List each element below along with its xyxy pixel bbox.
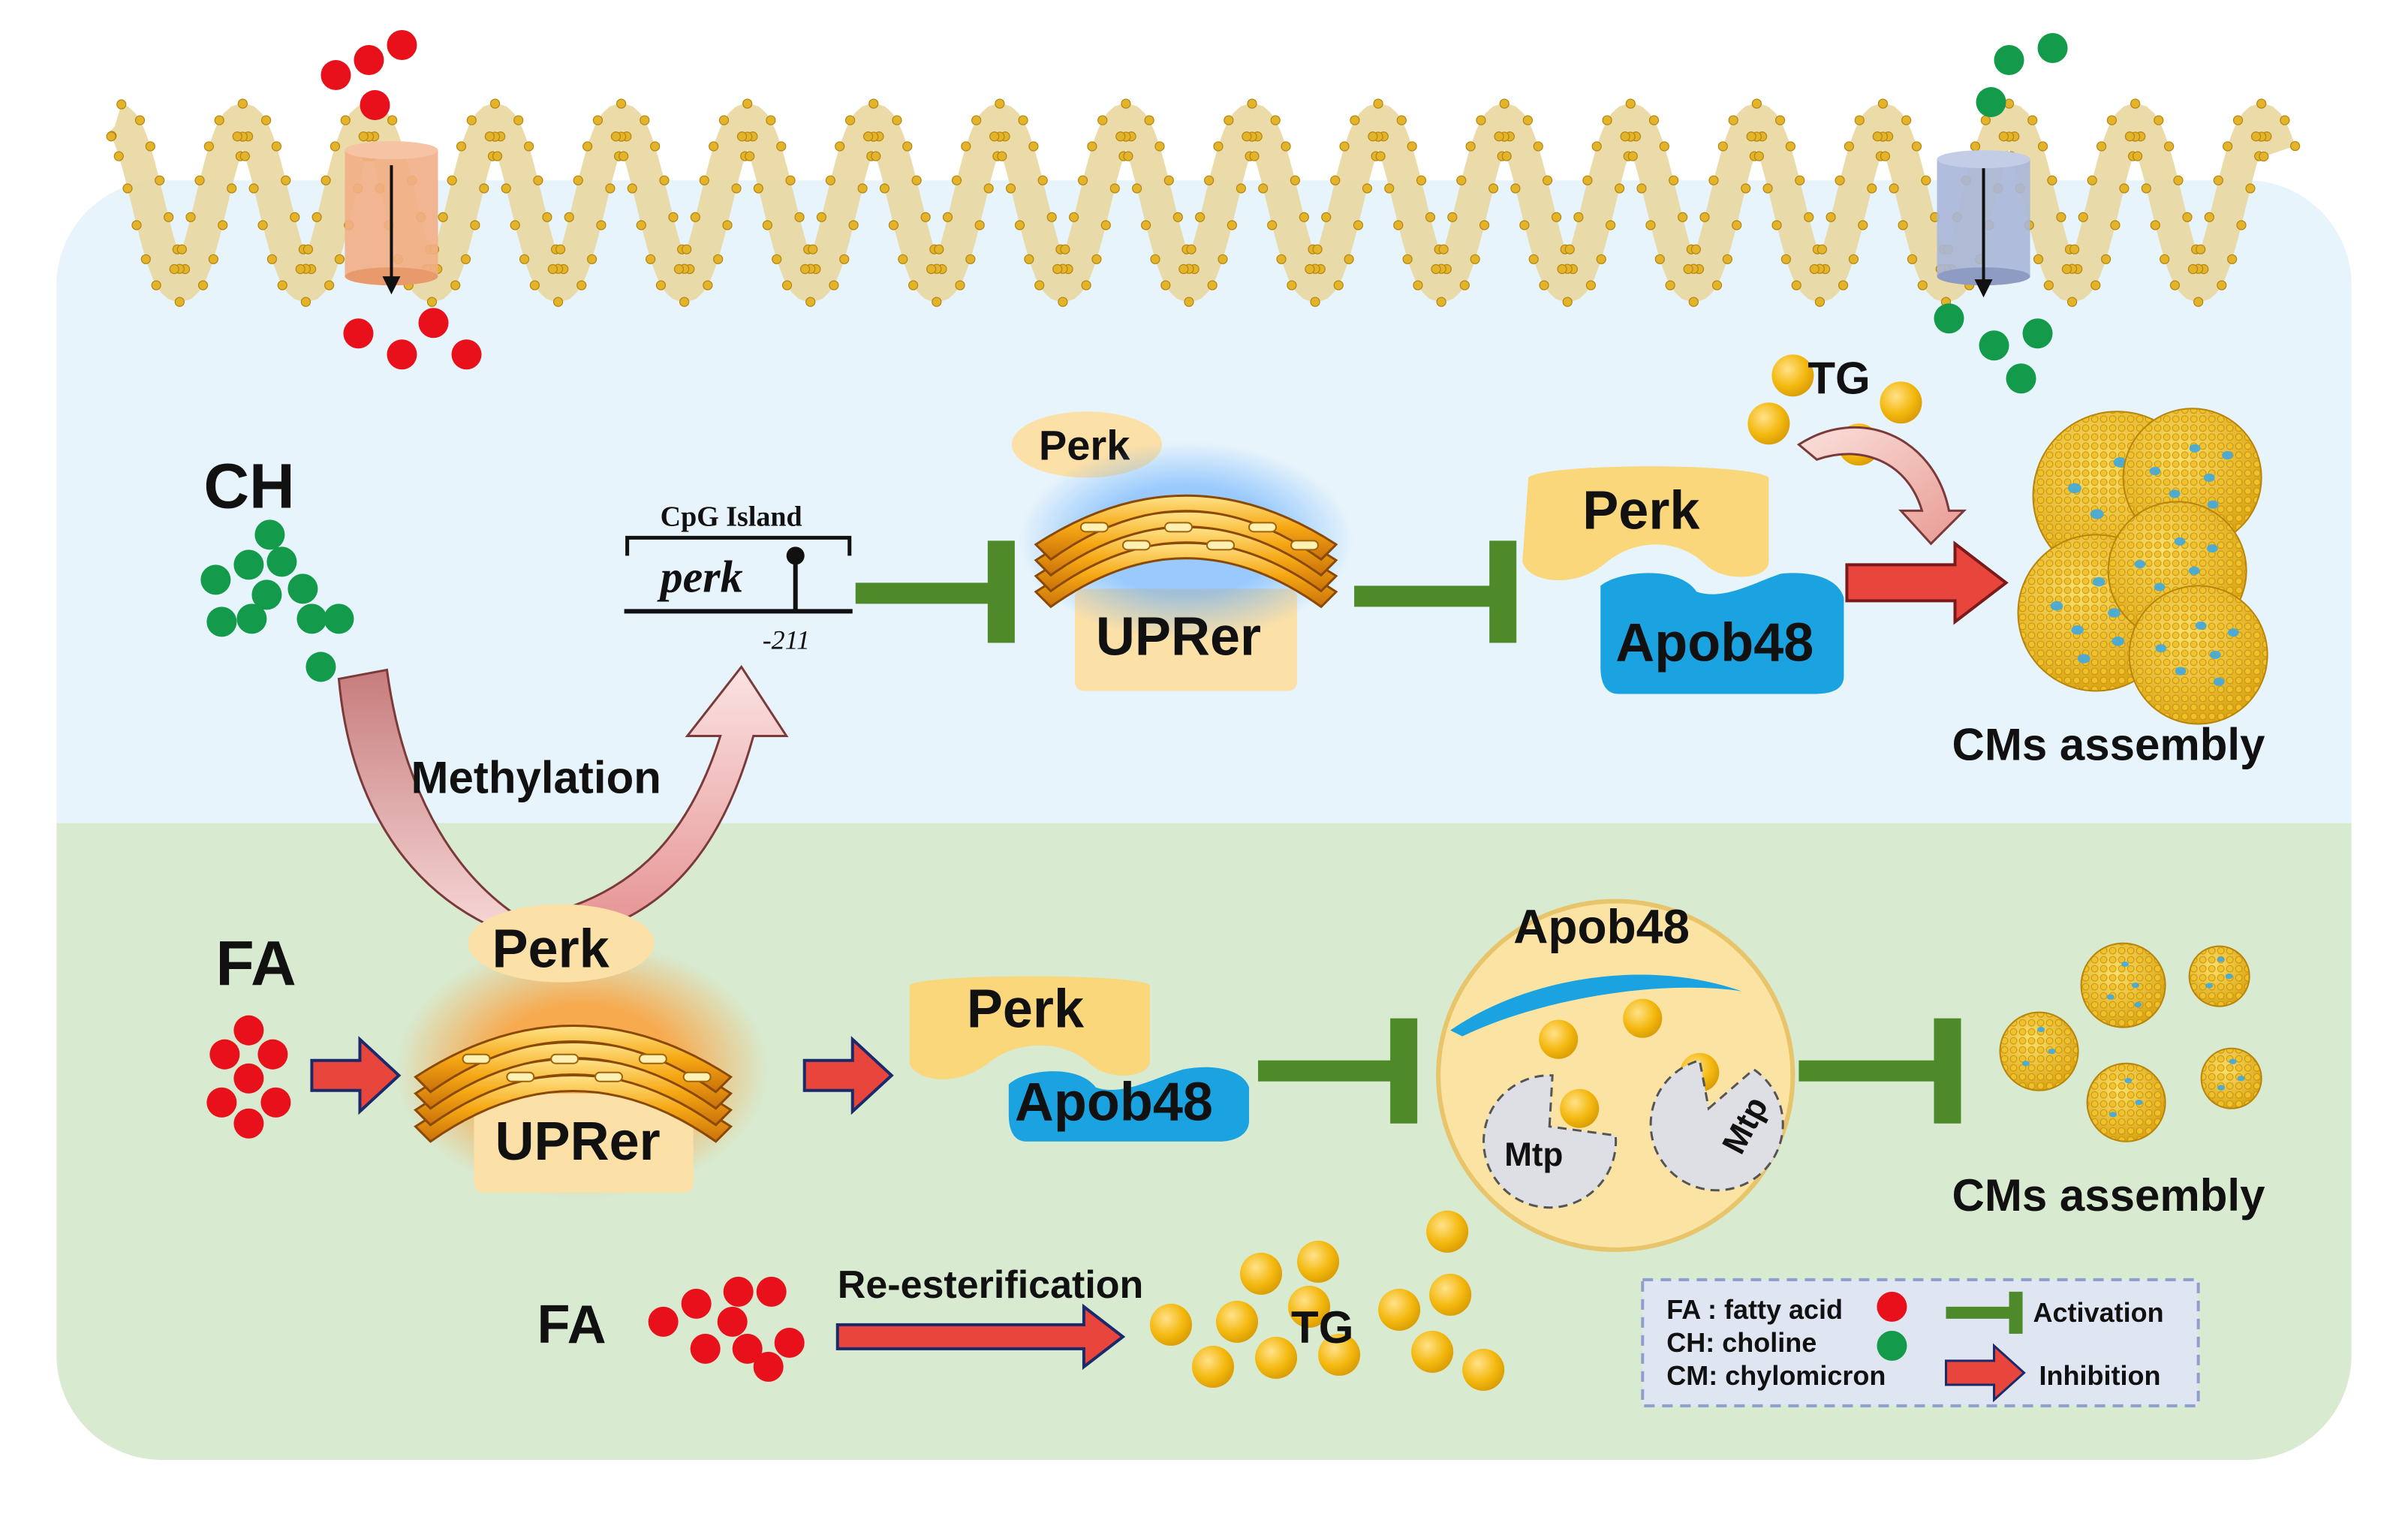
legend-choline-swatch [1877,1330,1907,1361]
uprer-bottom-label: UPRer [495,1112,661,1172]
fatty-acid-label: FA [215,929,296,999]
cpg-island-label: CpG Island [661,501,802,532]
re-esterification-arrow [835,1303,1126,1370]
legend-cm-definition: CM: chylomicron [1666,1360,1886,1391]
re-esterification-label: Re-esterification [838,1263,1144,1307]
activation-arrow-fa-to-er [310,1036,402,1115]
legend-activation-symbol [1946,1291,2023,1334]
perk-apob48-complex-top: Perk Apob48 [1522,466,1844,694]
cms-assembly-top-label: CMs assembly [1952,720,2265,770]
apob48-bottom-label: Apob48 [1015,1073,1213,1133]
mtp-right-shape [1649,1058,1784,1192]
er-stress-top: Perk UPRer [1011,411,1355,691]
chylomicrons-small [1999,942,2262,1142]
perk-gene-label: perk [657,552,743,601]
perk-complex-top-label: Perk [1582,480,1700,540]
perk-complex-bottom-label: Perk [967,980,1085,1040]
apob48-strand [1450,974,1742,1037]
legend-fa-definition: FA : fatty acid [1666,1294,1843,1325]
chylomicrons-large [2017,408,2268,725]
choline-channel [1937,150,2030,298]
legend-ch-definition: CH: choline [1666,1327,1817,1358]
legend-inhibition-label: Inhibition [2039,1360,2161,1391]
legend: FA : fatty acid CH: choline CM: chylomic… [1641,1278,2200,1407]
activation-arrow-er-to-perk [802,1036,894,1115]
apob48-mtp-compartment: Apob48 Mtp Mtp [1436,898,1795,1252]
apob48-circle-label: Apob48 [1513,900,1690,954]
uprer-top-label: UPRer [1096,606,1261,667]
tg-bottom-label: TG [1291,1302,1353,1353]
mtp-left-label: Mtp [1504,1136,1563,1173]
methylation-label: Methylation [411,753,661,803]
choline-molecules-inside [1934,303,2053,394]
er-stress-bottom: Perk UPRer [396,904,769,1199]
perk-apob48-complex-bottom: Perk Apob48 [909,976,1250,1142]
inhibition-bar-perk-to-mtp [1258,1018,1418,1124]
fatty-acid-molecules-inside [343,308,482,370]
legend-fatty-acid-swatch [1877,1291,1907,1322]
tg-cluster-bottom: TG [1149,1210,1505,1391]
perk-gene-promoter: CpG Island perk -211 [624,501,853,655]
methylation-site-marker [786,546,805,565]
mtp-left-shape [1482,1074,1618,1209]
inhibition-bar-er-to-perk [1354,540,1517,643]
tg-top-label: TG [1808,353,1870,403]
fatty-acid-cluster-bottom [648,1276,805,1382]
position-label: -211 [763,625,810,655]
choline-molecules-outside [1976,33,2068,118]
legend-activation-label: Activation [2033,1297,2164,1328]
apob48-top-label: Apob48 [1615,613,1814,673]
tg-incorporation-arrow [1796,426,1967,546]
fatty-acid-cluster [206,1015,291,1139]
inhibition-bar-gene-to-er [855,540,1015,643]
perk-left-bottom-label: Perk [492,920,610,980]
legend-inhibition-symbol [1944,1343,2026,1403]
fatty-acid-bottom-label: FA [537,1295,607,1355]
cell-membrane [106,98,2301,307]
inhibition-bar-mtp-to-cms [1798,1018,1961,1124]
fatty-acid-molecules-outside [321,30,417,121]
cms-assembly-bottom-label: CMs assembly [1952,1170,2265,1221]
fatty-acid-channel [345,141,438,295]
choline-cluster [200,519,354,682]
activation-arrow-top [1845,540,2009,625]
choline-label: CH [203,450,294,521]
